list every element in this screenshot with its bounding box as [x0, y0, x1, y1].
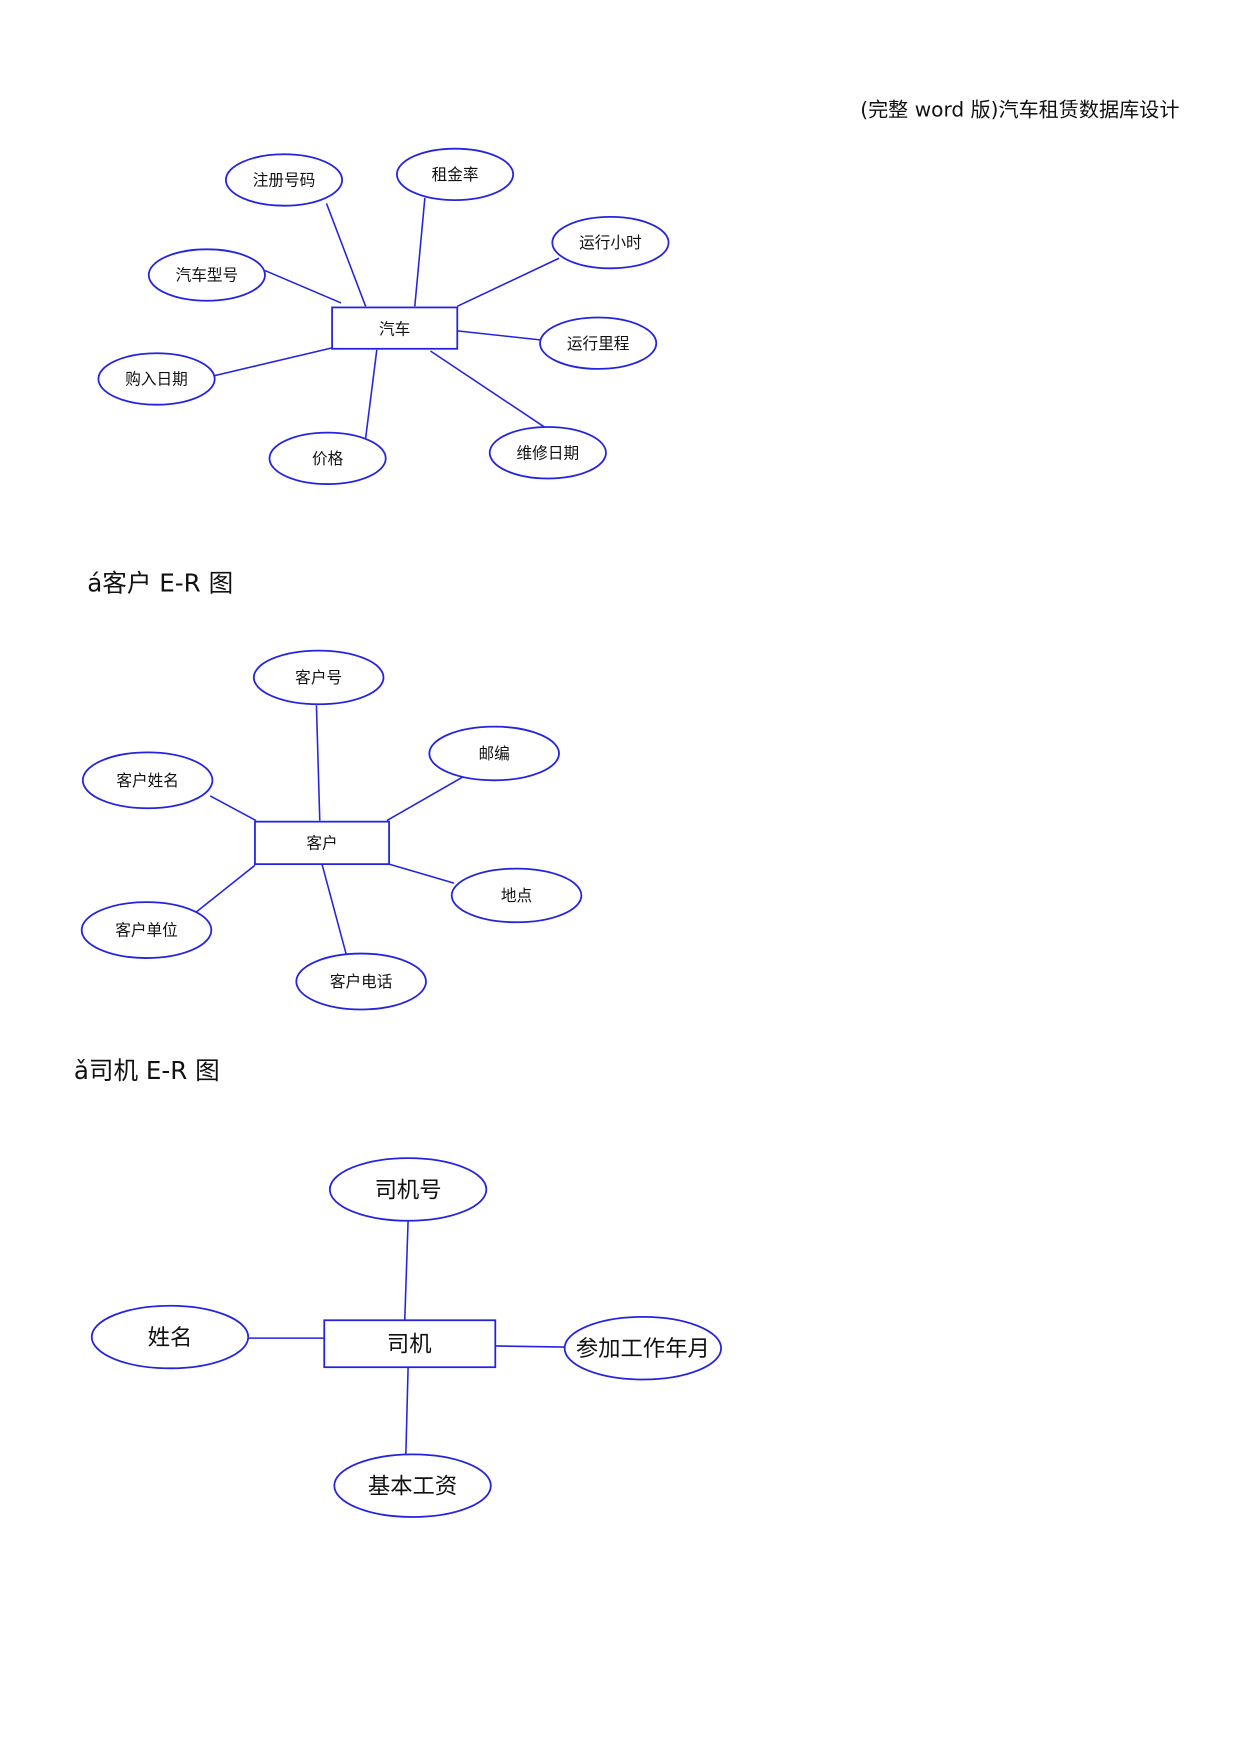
driver-entity-box — [323, 1319, 497, 1369]
customer-attr-company: 客户单位 — [80, 901, 213, 959]
attribute-label: 参加工作年月 — [576, 1336, 710, 1362]
driver-entity-label: 司机 — [387, 1332, 432, 1358]
attribute-ellipse — [450, 867, 583, 924]
attribute-label: 租金率 — [432, 165, 479, 184]
customer-attr-name: 客户姓名 — [81, 751, 214, 810]
attribute-ellipse — [488, 426, 607, 480]
car-link-purchase-date — [214, 346, 334, 377]
driver-diagram-heading: ǎ司机 E-R 图 — [74, 1056, 220, 1085]
attribute-ellipse — [333, 1453, 492, 1518]
attribute-ellipse — [328, 1157, 488, 1222]
attribute-ellipse — [147, 248, 266, 302]
car-link-mileage — [457, 330, 541, 341]
driver-link-salary — [405, 1367, 409, 1455]
attribute-ellipse — [90, 1304, 250, 1370]
car-attr-registration: 注册号码 — [224, 153, 344, 207]
document-header-title: (完整 word 版)汽车租赁数据库设计 — [860, 97, 1179, 121]
attribute-ellipse — [97, 352, 216, 406]
attribute-ellipse — [252, 649, 385, 706]
attribute-ellipse — [563, 1316, 723, 1381]
attribute-label: 客户电话 — [330, 972, 393, 991]
car-entity-box — [331, 306, 459, 350]
customer-attr-location: 地点 — [450, 867, 583, 924]
driver-er-diagram: 司机 司机号 姓名 参加工作年月 基本工资 — [90, 1157, 723, 1518]
customer-er-diagram: 客户 客户号 邮编 客户姓名 地点 客户单位 客户电话 — [80, 649, 583, 1011]
attribute-label: 客户姓名 — [116, 771, 179, 790]
attribute-ellipse — [268, 431, 387, 485]
attribute-label: 客户单位 — [115, 921, 178, 940]
car-attr-mileage: 运行里程 — [539, 316, 658, 370]
car-link-price — [364, 349, 378, 439]
attribute-label: 姓名 — [148, 1325, 193, 1351]
attribute-label: 客户号 — [295, 668, 342, 687]
attribute-label: 邮编 — [479, 744, 510, 763]
attribute-label: 运行小时 — [579, 233, 642, 252]
customer-link-company — [194, 864, 256, 914]
car-attr-purchase-date: 购入日期 — [97, 352, 216, 406]
customer-link-zip — [386, 776, 464, 822]
customer-attr-zip: 邮编 — [428, 725, 560, 782]
attribute-ellipse — [81, 751, 214, 810]
customer-attr-phone: 客户电话 — [295, 952, 427, 1011]
attribute-label: 基本工资 — [368, 1474, 457, 1500]
driver-attr-salary: 基本工资 — [333, 1453, 492, 1518]
attribute-ellipse — [428, 725, 560, 782]
car-link-repair-date — [430, 350, 545, 428]
car-link-run-hours — [456, 257, 560, 308]
attribute-ellipse — [224, 153, 344, 207]
customer-entity-label: 客户 — [306, 833, 337, 852]
attribute-label: 维修日期 — [517, 443, 580, 462]
attribute-label: 购入日期 — [125, 370, 188, 389]
attribute-label: 价格 — [312, 449, 344, 468]
driver-attr-id: 司机号 — [328, 1157, 488, 1222]
attribute-label: 注册号码 — [253, 171, 316, 190]
driver-link-start-date — [495, 1345, 565, 1348]
customer-diagram-heading: á客户 E-R 图 — [87, 568, 233, 597]
attribute-ellipse — [551, 215, 670, 270]
attribute-label: 司机号 — [375, 1177, 442, 1203]
car-link-rent-rate — [414, 197, 426, 307]
attribute-ellipse — [539, 316, 658, 370]
customer-link-id — [315, 705, 321, 821]
car-attr-price: 价格 — [268, 431, 387, 485]
car-attr-repair-date: 维修日期 — [488, 426, 607, 480]
car-attr-model: 汽车型号 — [147, 248, 266, 302]
car-er-diagram: 汽车 注册号码 租金率 运行小时 汽车型号 运行里程 购入日期 价格 — [97, 147, 670, 485]
attribute-label: 汽车型号 — [176, 266, 239, 285]
driver-attr-name: 姓名 — [90, 1304, 250, 1370]
attribute-ellipse — [295, 952, 427, 1011]
attribute-label: 地点 — [501, 886, 532, 905]
car-link-registration — [325, 203, 367, 307]
car-attr-run-hours: 运行小时 — [551, 215, 670, 270]
customer-entity-box — [254, 820, 390, 866]
attribute-label: 运行里程 — [567, 334, 630, 353]
customer-link-name — [209, 795, 257, 822]
driver-link-id — [403, 1220, 409, 1321]
customer-link-phone — [321, 863, 348, 957]
car-attr-rent-rate: 租金率 — [396, 147, 515, 202]
driver-attr-start-date: 参加工作年月 — [563, 1316, 723, 1381]
car-entity-label: 汽车 — [379, 319, 410, 338]
car-link-model — [264, 269, 342, 304]
attribute-ellipse — [80, 901, 213, 959]
customer-link-location — [388, 863, 455, 884]
attribute-ellipse — [396, 147, 515, 202]
customer-attr-id: 客户号 — [252, 649, 385, 706]
